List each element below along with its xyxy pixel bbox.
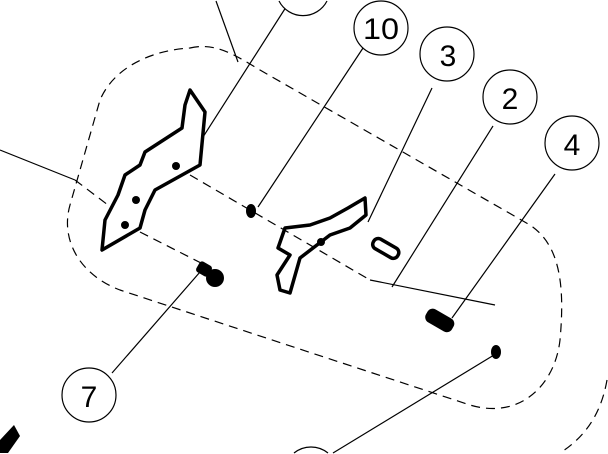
callout-circle bbox=[61, 367, 117, 423]
leader-line bbox=[257, 44, 366, 208]
callout-circle bbox=[544, 115, 600, 171]
e-ring-part-10 bbox=[246, 204, 256, 218]
leader-line bbox=[451, 173, 556, 319]
callout-circle bbox=[482, 69, 538, 125]
bracket-hole bbox=[121, 221, 129, 229]
axis-dashed bbox=[74, 179, 109, 206]
callout-7: 7 bbox=[81, 381, 98, 414]
axis-dashed bbox=[139, 231, 206, 266]
leader-line bbox=[215, 0, 239, 63]
callout-circle-partial bbox=[278, 0, 328, 17]
bracket-hole bbox=[132, 196, 140, 204]
outer-boundary bbox=[559, 379, 608, 454]
lever-hole bbox=[317, 238, 325, 246]
subassembly-boundary bbox=[66, 46, 563, 410]
callout-2: 2 bbox=[502, 83, 519, 116]
callout-circle bbox=[419, 26, 475, 82]
callout-10: 10 bbox=[363, 13, 399, 46]
callout-4: 4 bbox=[564, 129, 581, 162]
axis-line bbox=[0, 149, 76, 181]
e-ring-part bbox=[491, 345, 501, 359]
leader-line bbox=[111, 271, 201, 374]
leader-line bbox=[391, 125, 494, 288]
screw-part-7 bbox=[206, 269, 224, 287]
bracket-hole bbox=[172, 162, 180, 170]
spring-part-4 bbox=[425, 308, 455, 333]
axis-line bbox=[369, 279, 496, 306]
axis-dashed bbox=[189, 174, 371, 281]
leader-line bbox=[202, 3, 289, 138]
callout-3: 3 bbox=[440, 40, 457, 73]
partial-part bbox=[0, 425, 20, 453]
screw-shank bbox=[196, 261, 212, 277]
leader-line bbox=[367, 87, 433, 223]
pin-part-2 bbox=[370, 236, 401, 261]
bracket-part bbox=[100, 88, 207, 252]
callout-circle bbox=[353, 0, 409, 56]
leader-line bbox=[332, 354, 495, 454]
callout-circle-partial bbox=[293, 446, 329, 454]
lever-part-3 bbox=[275, 196, 368, 295]
